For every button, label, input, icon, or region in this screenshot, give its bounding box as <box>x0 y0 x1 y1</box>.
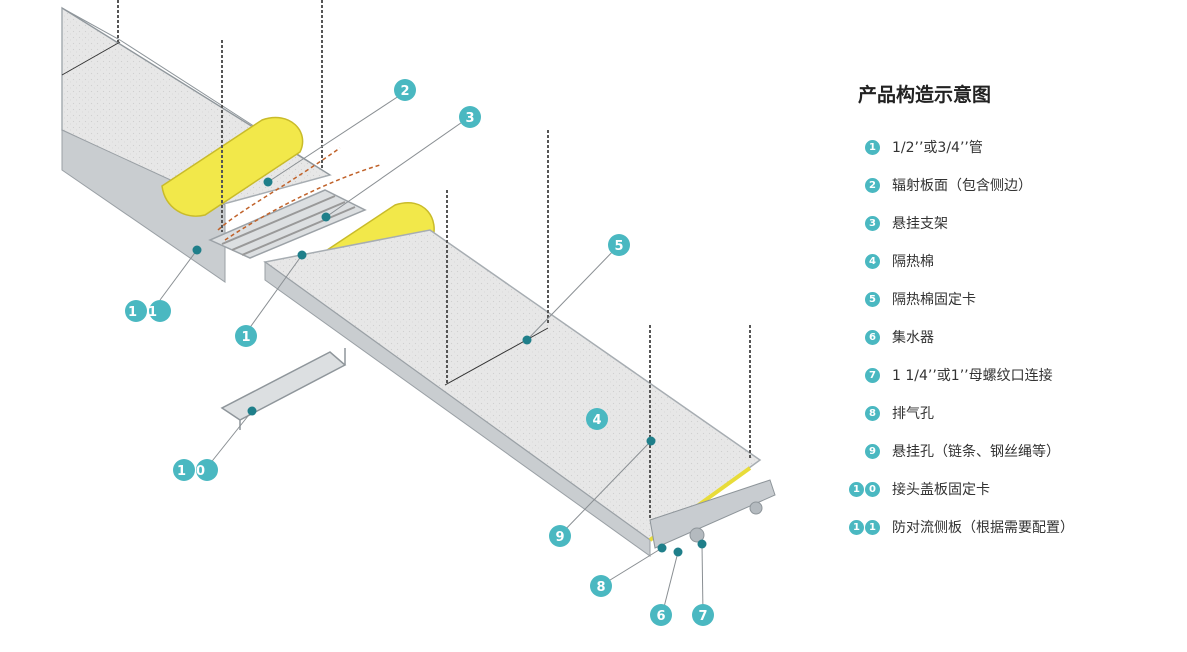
legend-label: 隔热棉 <box>892 254 934 270</box>
legend-label: 集水器 <box>892 330 934 346</box>
svg-text:4: 4 <box>592 413 601 428</box>
legend-badge: 7 <box>865 367 880 383</box>
legend-label: 接头盖板固定卡 <box>892 482 990 498</box>
legend-badge: 3 <box>865 215 880 231</box>
product-structure-diagram: 2 3 5 11 1 10 4 9 8 6 7 <box>61 0 776 626</box>
callout-6: 6 <box>650 604 672 626</box>
legend-badge: 1 <box>865 139 880 155</box>
legend-badge: 5 <box>865 291 880 307</box>
legend-badge-tens: 1 <box>849 519 864 535</box>
callout-9: 9 <box>549 525 571 547</box>
legend-title: 产品构造示意图 <box>858 84 992 106</box>
svg-text:5: 5 <box>614 239 623 254</box>
legend-badge: 6 <box>865 329 880 345</box>
callout-11: 11 <box>125 300 171 322</box>
legend-item-4: 4 隔热棉 <box>840 249 934 273</box>
legend-item-3: 3 悬挂支架 <box>840 211 948 235</box>
hanging-chains <box>117 0 751 520</box>
callout-10: 10 <box>173 459 218 481</box>
legend-badge: 4 <box>865 253 880 269</box>
svg-text:3: 3 <box>465 111 474 126</box>
legend-badge-ones: 0 <box>865 481 880 497</box>
legend-label: 1/2’’或3/4’’管 <box>892 140 983 156</box>
callout-8: 8 <box>590 575 612 597</box>
insulation-roll-1 <box>161 116 304 217</box>
leader-lines <box>159 91 707 616</box>
legend-label: 1 1/4’’或1’’母螺纹口连接 <box>892 368 1053 384</box>
callout-1: 1 <box>235 325 257 347</box>
legend-item-5: 5 隔热棉固定卡 <box>840 287 976 311</box>
callout-7: 7 <box>692 604 714 626</box>
joint-cover-clip <box>220 348 347 430</box>
legend-item-10: 1 0 接头盖板固定卡 <box>840 477 990 501</box>
legend-label: 悬挂孔（链条、钢丝绳等） <box>892 444 1060 460</box>
legend-item-1: 1 1/2’’或3/4’’管 <box>840 135 983 159</box>
svg-text:9: 9 <box>555 530 564 545</box>
header-collector <box>649 479 776 549</box>
legend-label: 防对流侧板（根据需要配置） <box>892 520 1074 536</box>
svg-text:7: 7 <box>698 609 707 624</box>
callout-5: 5 <box>608 234 630 256</box>
svg-text:10: 10 <box>177 464 215 479</box>
legend-label: 悬挂支架 <box>892 216 948 232</box>
legend-label: 辐射板面（包含侧边） <box>892 178 1032 194</box>
legend-item-9: 9 悬挂孔（链条、钢丝绳等） <box>840 439 1060 463</box>
legend-badge: 9 <box>865 443 880 459</box>
legend-badge-tens: 1 <box>849 481 864 497</box>
legend-item-6: 6 集水器 <box>840 325 934 349</box>
legend-label: 排气孔 <box>892 406 934 422</box>
callout-4: 4 <box>586 408 608 430</box>
legend-badge-ones: 1 <box>865 519 880 535</box>
svg-text:1: 1 <box>241 330 250 345</box>
tube-frame <box>208 147 381 259</box>
legend-badge: 8 <box>865 405 880 421</box>
svg-text:8: 8 <box>596 580 605 595</box>
svg-text:2: 2 <box>400 84 409 99</box>
legend-item-8: 8 排气孔 <box>840 401 934 425</box>
legend-badge: 2 <box>865 177 880 193</box>
svg-text:6: 6 <box>656 609 665 624</box>
legend-label: 隔热棉固定卡 <box>892 292 976 308</box>
main-radiant-panel <box>263 229 762 557</box>
callout-2: 2 <box>394 79 416 101</box>
legend-item-2: 2 辐射板面（包含侧边） <box>840 173 1032 197</box>
legend-item-7: 7 1 1/4’’或1’’母螺纹口连接 <box>840 363 1053 387</box>
legend-item-11: 1 1 防对流侧板（根据需要配置） <box>840 515 1074 539</box>
callout-3: 3 <box>459 106 481 128</box>
svg-text:11: 11 <box>128 305 168 320</box>
